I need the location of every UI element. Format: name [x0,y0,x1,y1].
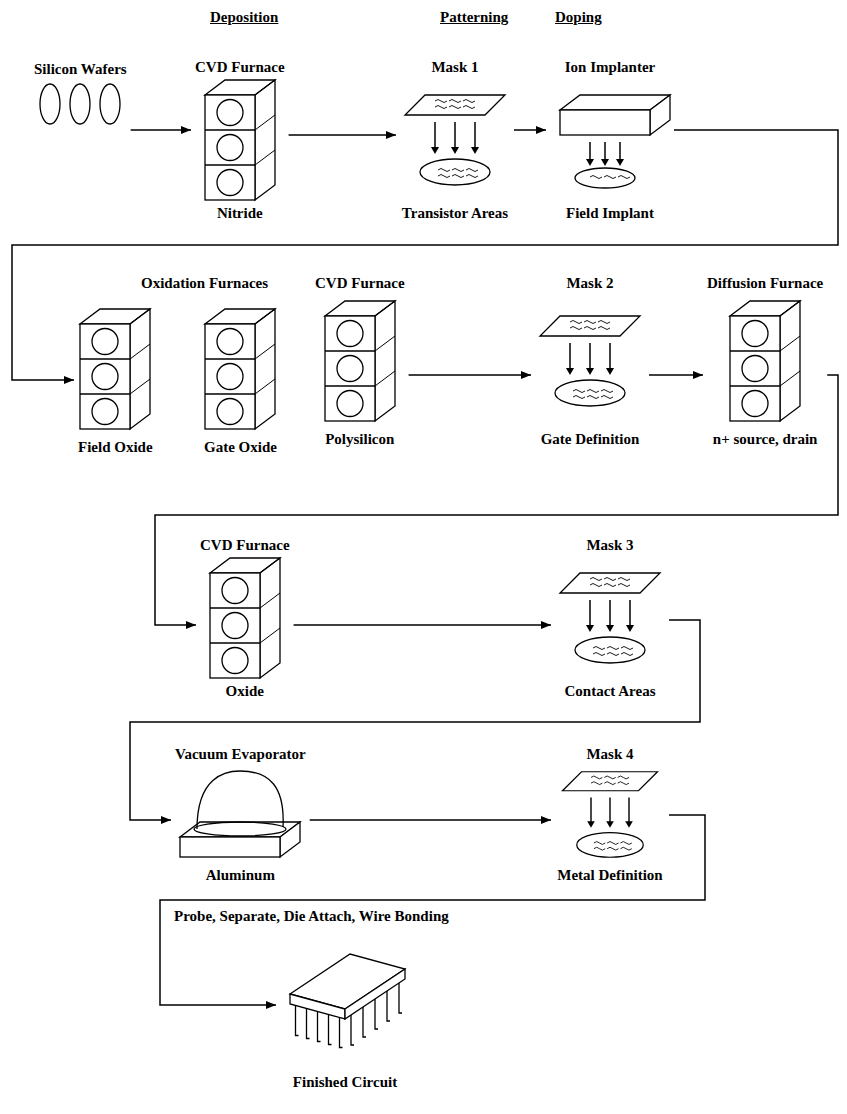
step-name: Gate Oxide [204,438,277,456]
process-station: Mask 4 Metal Definition [551,745,669,884]
flow-arrow [294,624,551,626]
flow-arrow [131,129,191,131]
furnace-icon [210,558,280,678]
furnace-icon [80,304,150,434]
equipment-name: Ion Implanter [565,58,655,76]
mask-icon [555,767,665,862]
equipment-name: Vacuum Evaporator [175,745,306,763]
step-name: Metal Definition [557,866,662,884]
process-station: Mask 1 Transistor Areas [396,58,514,222]
process-station: Silicon Wafers [30,60,131,131]
step-name: Gate Definition [541,430,640,448]
flow-arrow [409,374,531,376]
mask-icon [400,80,510,200]
furnace-icon [730,296,800,426]
step-name: Polysilicon [325,430,394,448]
edge-label: Probe, Separate, Die Attach, Wire Bondin… [172,907,451,925]
wafers-icon [35,82,125,127]
step-name: Transistor Areas [402,204,508,222]
equipment-name: Mask 2 [566,274,613,292]
process-station: Gate Oxide [200,300,281,456]
mask-icon [555,558,665,678]
furnace-icon [205,80,275,200]
equipment-name: Mask 3 [586,536,633,554]
step-name: Field Oxide [78,438,153,456]
flow-arrow [649,374,703,376]
process-station: Vacuum EvaporatorAluminum [171,745,310,884]
step-name: Nitride [217,204,263,222]
step-name: Contact Areas [565,682,656,700]
process-station: Diffusion Furnace n+ source, drain [703,274,827,448]
implanter-icon [550,80,670,200]
mask-icon [535,296,645,426]
column-heading: Patterning [440,8,508,26]
evaporator-icon [175,767,305,862]
step-name: n+ source, drain [713,430,818,448]
equipment-name: Mask 4 [586,745,633,763]
group-label: Oxidation Furnaces [141,274,268,292]
process-station: Mask 2 Gate Definition [531,274,649,448]
process-station: Finished Circuit [276,940,414,1091]
equipment-name: CVD Furnace [195,58,285,76]
equipment-name: Silicon Wafers [34,60,127,78]
column-heading: Doping [555,8,602,26]
equipment-name: CVD Furnace [200,536,290,554]
flow-arrow [160,815,705,1005]
process-station: Mask 3 Contact Areas [551,536,669,700]
step-name: Finished Circuit [293,1073,397,1091]
process-station: CVD FurnaceNitride [191,58,289,222]
flow-arrow [289,134,396,136]
flow-arrow [310,819,551,821]
step-name: Oxide [226,682,264,700]
process-station: Field Oxide [74,300,157,456]
process-station: CVD FurnaceOxide [196,536,294,700]
circuit-icon [280,944,410,1069]
process-station: CVD FurnacePolysilicon [311,274,409,448]
equipment-name: CVD Furnace [315,274,405,292]
step-name: Aluminum [206,866,275,884]
equipment-name: Diffusion Furnace [707,274,823,292]
column-heading: Deposition [210,8,278,26]
furnace-icon [325,296,395,426]
process-station: Ion ImplanterField Implant [546,58,674,222]
equipment-name: Mask 1 [431,58,478,76]
step-name: Field Implant [566,204,654,222]
furnace-icon [205,304,275,434]
flow-arrow [514,129,546,131]
